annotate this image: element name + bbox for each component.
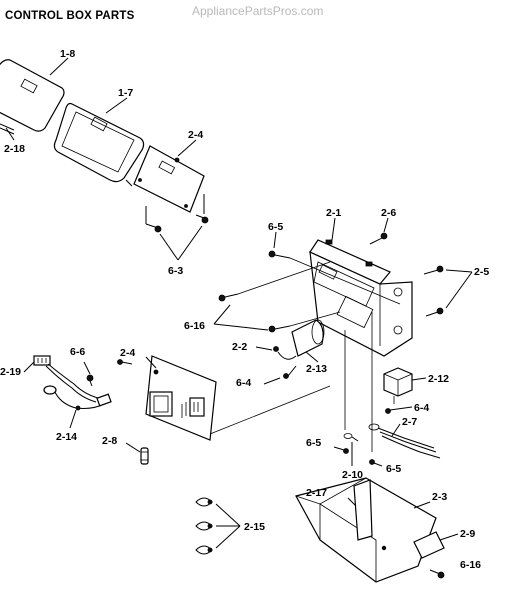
callout-2-2: 2-2 [232,341,247,353]
leader-2-18 [5,127,15,141]
leader-2-13 [305,351,319,363]
callout-6-3: 6-3 [168,265,183,277]
callout-6-5c: 6-5 [386,463,401,475]
leader-2-3 [413,501,431,509]
screw-6-4-right [385,406,413,414]
part-display-board-2-4 [133,145,205,213]
part-bezel-1-7 [53,102,145,187]
callout-2-9: 2-9 [460,528,475,540]
part-wire-harness-2-14 [33,355,112,411]
part-control-box-2-1 [309,239,413,357]
part-fuse-2-8 [140,447,149,465]
leader-2-1 [331,217,336,241]
screw-2-6 [369,232,388,245]
callout-2-13: 2-13 [306,363,327,375]
watermark: AppliancePartsPros.com [192,4,324,18]
callout-2-10: 2-10 [342,469,363,481]
leader-2-12 [411,377,427,381]
leader-1-7 [105,97,128,114]
callout-6-6: 6-6 [70,346,85,358]
callout-6-4a: 6-4 [236,377,251,389]
leader-2-6 [383,217,389,233]
leader-2-19 [23,361,35,373]
callout-1-7: 1-7 [118,87,133,99]
leader-2-4b [145,356,157,369]
callout-2-8: 2-8 [102,435,117,447]
callout-2-17: 2-17 [306,487,327,499]
leader-2-8 [125,442,141,453]
callout-6-5b: 6-5 [306,437,321,449]
callout-6-5a: 6-5 [268,221,283,233]
part-wire-harness-2-7 [368,423,441,459]
screw-6-5-top [268,250,401,305]
callout-6-16b: 6-16 [460,559,481,571]
callout-2-5: 2-5 [474,266,489,278]
screws-2-5 [423,265,473,317]
callout-2-12: 2-12 [428,373,449,385]
screws-lower-6-5 [333,312,383,467]
part-tube-2-13 [273,319,325,360]
screw-6-6 [83,361,94,387]
callout-2-18: 2-18 [4,143,25,155]
callout-2-6: 2-6 [381,207,396,219]
leader-6-5a [273,231,277,249]
callout-1-8: 1-8 [60,48,75,60]
leader-2-2 [255,346,273,351]
callout-2-7: 2-7 [402,416,417,428]
leader-2-14 [69,409,77,429]
callout-2-1: 2-1 [326,207,341,219]
callout-2-4a: 2-4 [188,129,203,141]
callout-2-14: 2-14 [56,431,77,443]
part-bracket-2-3 [295,477,445,583]
screw-6-4-mid [263,365,297,385]
callout-6-4b: 6-4 [414,402,429,414]
page-title: CONTROL BOX PARTS [5,10,135,22]
callout-6-16a: 6-16 [184,320,205,332]
callout-2-4b: 2-4 [120,347,135,359]
callout-2-15: 2-15 [244,521,265,533]
callout-2-3: 2-3 [432,491,447,503]
leader-1-8 [49,57,69,76]
screw-6-16-bottom [429,569,445,579]
part-cover-panel-1-8 [0,59,65,135]
part-clips-2-15 [195,497,241,555]
leader-2-4a [177,139,197,157]
callout-2-19: 2-19 [0,366,21,378]
screws-6-16 [213,261,341,333]
leader-2-9 [439,533,459,541]
part-main-board-2-4 [117,355,331,441]
screws-6-3 [145,194,209,261]
leader-2-17 [347,497,357,507]
part-relay-2-12 [383,367,413,404]
